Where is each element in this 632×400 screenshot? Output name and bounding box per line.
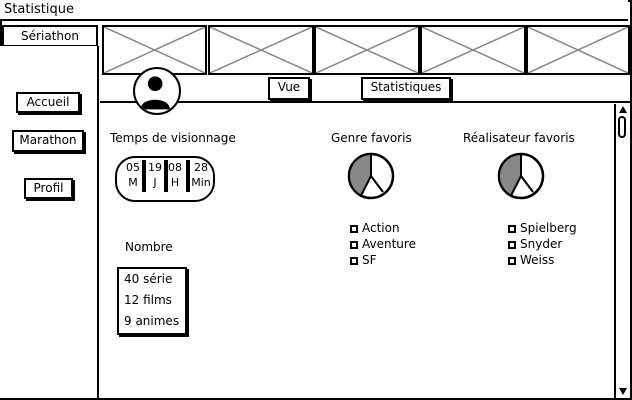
image-placeholder [102, 25, 207, 75]
window-title: Statistique [4, 2, 74, 17]
user-icon [140, 76, 170, 110]
legend-bullet-icon [508, 257, 516, 265]
image-placeholder [420, 25, 526, 75]
legend-bullet-icon [350, 257, 358, 265]
legend-label: Weiss [520, 253, 555, 267]
minutes-value: 28 [194, 161, 208, 174]
legend-bullet-icon [350, 241, 358, 249]
hours-value: 08 [168, 161, 182, 174]
legend-label: Spielberg [520, 221, 577, 235]
watch-time-minutes: 28 Min [190, 160, 212, 190]
legend-label: Snyder [520, 237, 563, 251]
time-separator [142, 160, 146, 192]
director-title: Réalisateur favoris [463, 131, 575, 145]
count-animes: 9 animes [124, 314, 180, 328]
time-separator [186, 160, 190, 192]
legend-label: SF [362, 253, 377, 267]
sidebar-item-profil[interactable]: Profil [24, 178, 73, 199]
sidebar-item-accueil[interactable]: Accueil [16, 92, 80, 113]
count-title: Nombre [125, 240, 173, 254]
genre-pie-chart [347, 152, 395, 200]
watch-time-hours: 08 H [166, 160, 184, 190]
count-series: 40 série [124, 272, 173, 286]
legend-bullet-icon [350, 225, 358, 233]
days-unit: J [153, 176, 157, 189]
image-placeholder [314, 25, 420, 75]
stats-content [100, 104, 614, 398]
genre-legend-sf: SF [350, 253, 377, 267]
director-pie-chart [497, 152, 545, 200]
genre-title: Genre favoris [331, 131, 412, 145]
director-legend-snyder: Snyder [508, 237, 562, 251]
time-separator [164, 160, 168, 192]
count-films: 12 films [124, 293, 172, 307]
months-value: 05 [126, 161, 140, 174]
months-unit: M [128, 176, 138, 189]
scroll-down-icon[interactable] [619, 388, 627, 395]
tab-statistiques[interactable]: Statistiques [361, 77, 451, 100]
profile-bar [100, 76, 630, 103]
days-value: 19 [148, 161, 162, 174]
legend-label: Aventure [362, 237, 416, 251]
image-placeholder [208, 25, 314, 75]
legend-bullet-icon [508, 225, 516, 233]
image-placeholder [526, 25, 630, 75]
avatar[interactable] [133, 67, 181, 115]
genre-legend-aventure: Aventure [350, 237, 416, 251]
sidebar-item-marathon[interactable]: Marathon [12, 130, 84, 152]
scroll-up-icon[interactable] [619, 106, 627, 113]
director-legend-weiss: Weiss [508, 253, 554, 267]
count-box [117, 267, 187, 335]
genre-legend-action: Action [350, 221, 400, 235]
title-bar: Statistique [0, 0, 628, 21]
hours-unit: H [170, 176, 180, 189]
minutes-unit: Min [191, 176, 211, 189]
director-legend-spielberg: Spielberg [508, 221, 577, 235]
watch-time-months: 05 M [124, 160, 142, 190]
watch-time-title: Temps de visionnage [110, 131, 236, 145]
legend-label: Action [362, 221, 400, 235]
scrollbar-thumb[interactable] [618, 116, 626, 138]
watch-time-days: 19 J [146, 160, 164, 190]
scrollbar[interactable] [614, 104, 628, 398]
tab-vue[interactable]: Vue [268, 77, 310, 100]
app-name-tab[interactable]: Sériathon [2, 25, 98, 47]
banner [100, 25, 630, 76]
legend-bullet-icon [508, 241, 516, 249]
